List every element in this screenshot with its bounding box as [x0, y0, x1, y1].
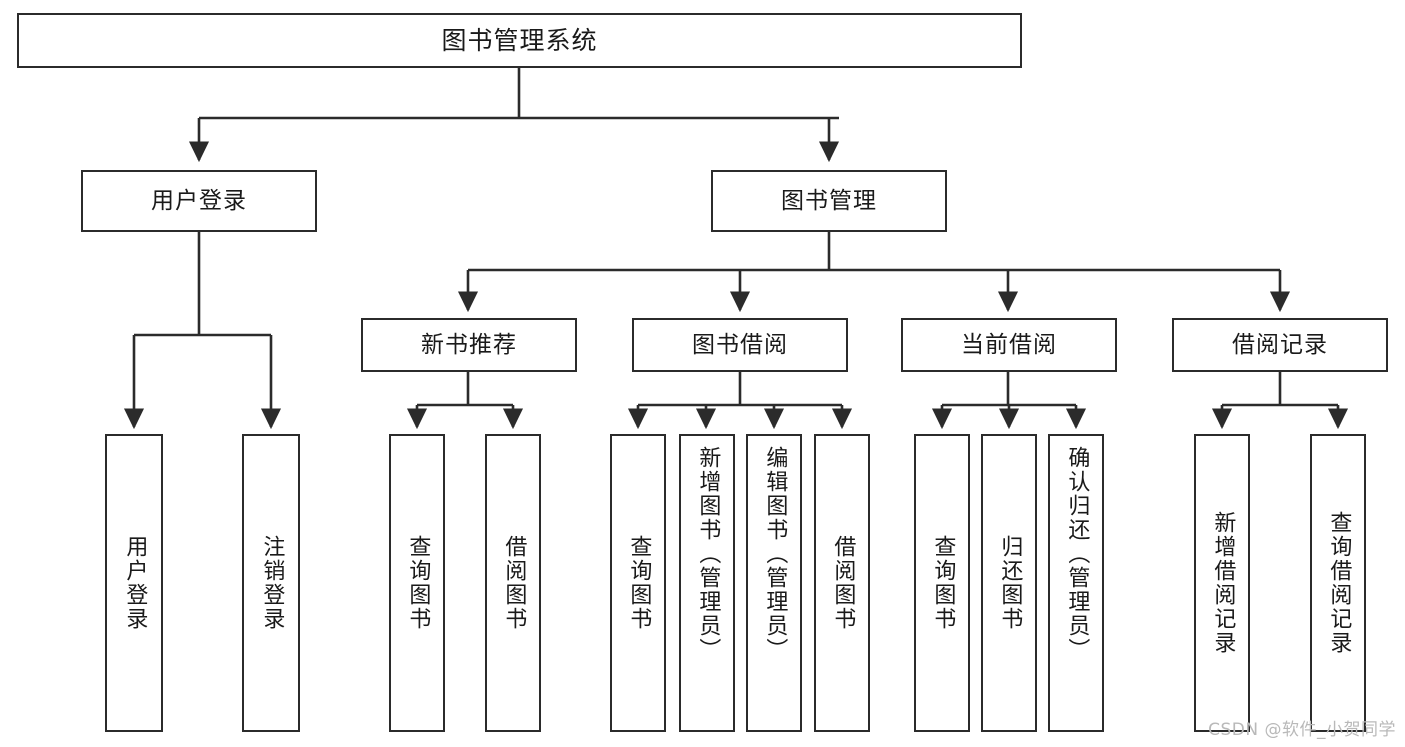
node-new-book-recommend[interactable]: 新书推荐	[361, 318, 577, 372]
node-leaf-query-book-3-label: 查询图书	[930, 535, 956, 631]
node-leaf-user-login-label: 用户登录	[122, 535, 148, 631]
node-leaf-query-book-2-label: 查询图书	[626, 535, 652, 631]
node-leaf-logout-login[interactable]: 注销登录	[242, 434, 300, 732]
node-leaf-query-record-label: 查询借阅记录	[1326, 511, 1352, 655]
node-leaf-confirm-return-label: 确认归还（管理员）	[1064, 446, 1090, 662]
node-leaf-borrow-book-1[interactable]: 借阅图书	[485, 434, 541, 732]
node-leaf-add-record[interactable]: 新增借阅记录	[1194, 434, 1250, 732]
node-leaf-return-book[interactable]: 归还图书	[981, 434, 1037, 732]
node-leaf-borrow-book-2-label: 借阅图书	[830, 535, 856, 631]
node-book-manage[interactable]: 图书管理	[711, 170, 947, 232]
node-leaf-confirm-return[interactable]: 确认归还（管理员）	[1048, 434, 1104, 732]
node-leaf-edit-book-label: 编辑图书（管理员）	[762, 446, 788, 662]
node-leaf-add-book-label: 新增图书（管理员）	[695, 446, 721, 662]
node-leaf-edit-book[interactable]: 编辑图书（管理员）	[746, 434, 802, 732]
node-leaf-query-book-1[interactable]: 查询图书	[389, 434, 445, 732]
node-book-borrow[interactable]: 图书借阅	[632, 318, 848, 372]
node-current-borrow[interactable]: 当前借阅	[901, 318, 1117, 372]
node-leaf-query-record[interactable]: 查询借阅记录	[1310, 434, 1366, 732]
node-root-label: 图书管理系统	[441, 25, 598, 55]
node-current-borrow-label: 当前借阅	[961, 331, 1057, 358]
node-book-manage-label: 图书管理	[781, 187, 877, 214]
node-leaf-query-book-3[interactable]: 查询图书	[914, 434, 970, 732]
node-leaf-query-book-2[interactable]: 查询图书	[610, 434, 666, 732]
node-leaf-borrow-book-1-label: 借阅图书	[501, 535, 527, 631]
node-root[interactable]: 图书管理系统	[17, 13, 1022, 68]
node-leaf-return-book-label: 归还图书	[997, 535, 1023, 631]
node-borrow-record[interactable]: 借阅记录	[1172, 318, 1388, 372]
node-leaf-query-book-1-label: 查询图书	[405, 535, 431, 631]
node-leaf-borrow-book-2[interactable]: 借阅图书	[814, 434, 870, 732]
watermark-text: CSDN @软件_小贺同学	[1208, 720, 1396, 740]
node-user-login-label: 用户登录	[151, 187, 247, 214]
node-new-book-recommend-label: 新书推荐	[421, 331, 517, 358]
node-leaf-user-login[interactable]: 用户登录	[105, 434, 163, 732]
node-borrow-record-label: 借阅记录	[1232, 331, 1328, 358]
node-user-login[interactable]: 用户登录	[81, 170, 317, 232]
node-leaf-logout-login-label: 注销登录	[259, 535, 285, 631]
node-book-borrow-label: 图书借阅	[692, 331, 788, 358]
node-leaf-add-record-label: 新增借阅记录	[1210, 511, 1236, 655]
node-leaf-add-book[interactable]: 新增图书（管理员）	[679, 434, 735, 732]
